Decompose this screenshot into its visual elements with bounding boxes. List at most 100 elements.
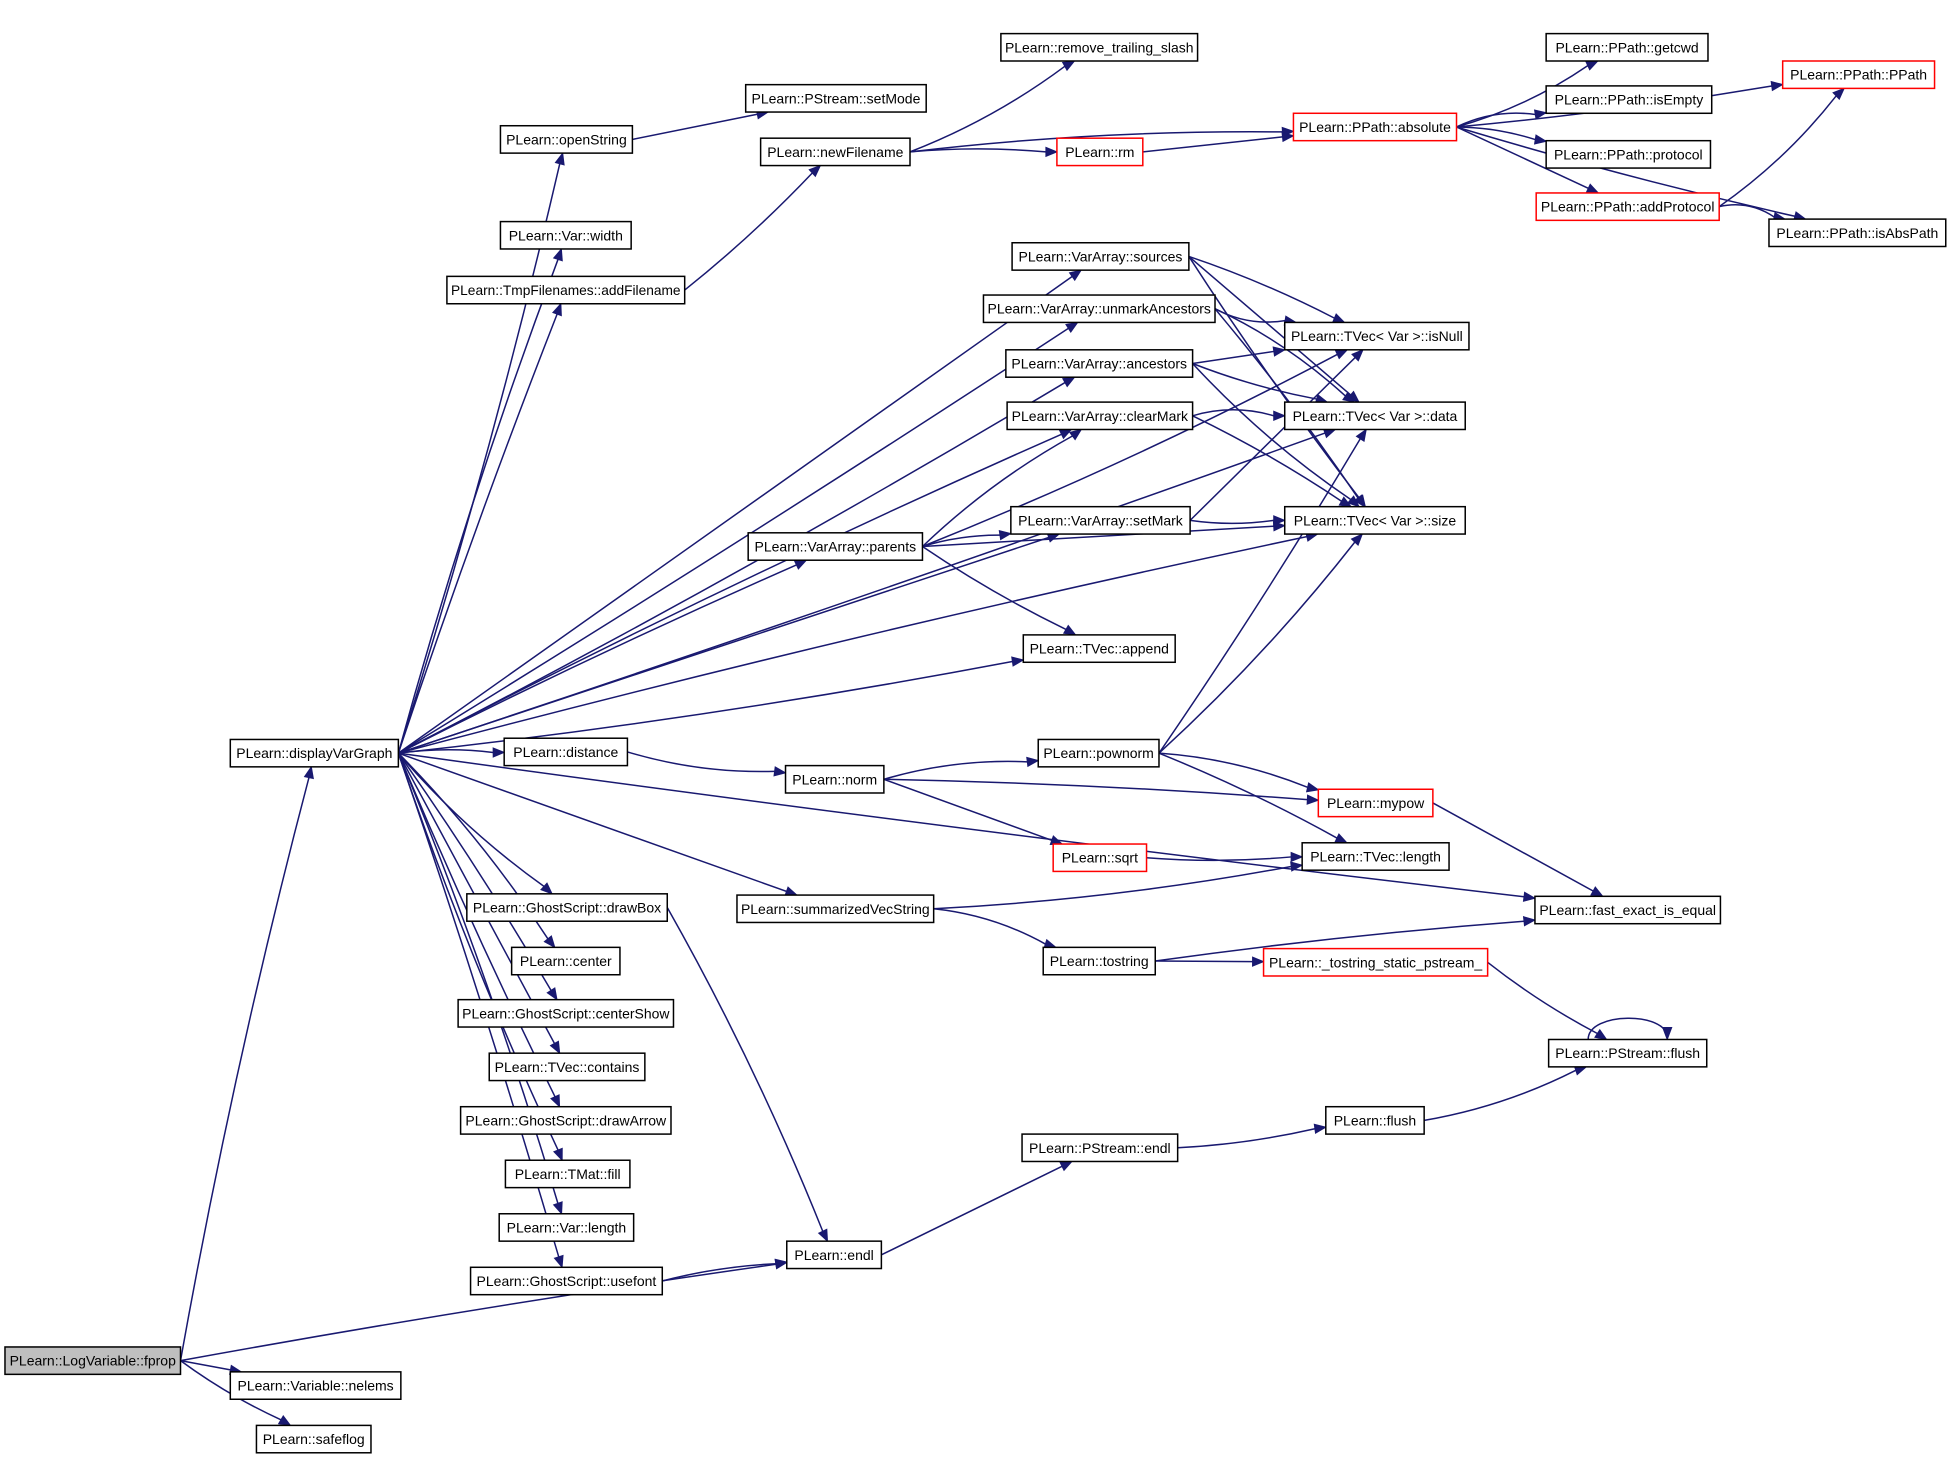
node-ppath-absolute[interactable]: PLearn::PPath::absolute [1292,112,1458,142]
edge-ppath_absolute-to-ppath_isempty [1456,109,1548,128]
node-box [1052,843,1148,873]
edge-norm-to-pownorm [883,756,1040,781]
node-ppath-addprotocol[interactable]: PLearn::PPath::addProtocol [1535,192,1720,222]
node-vararray-ancestors[interactable]: PLearn::VarArray::ancestors [1005,349,1194,378]
node-box [1283,401,1466,431]
node-displayvargraph[interactable]: PLearn::displayVarGraph [229,738,400,768]
node-tostring[interactable]: PLearn::tostring [1042,946,1157,976]
node-label: PLearn::PPath::isAbsPath [1776,225,1938,241]
node-box [459,1105,672,1135]
node-var-length[interactable]: PLearn::Var::length [498,1213,635,1242]
node-tmat-fill[interactable]: PLearn::TMat::fill [504,1159,631,1189]
node-vararray-unmarkancestors[interactable]: PLearn::VarArray::unmarkAncestors [982,294,1216,324]
node-box [1005,349,1194,378]
node-label: PLearn::PStream::endl [1029,1140,1171,1156]
node-sqrt[interactable]: PLearn::sqrt [1052,843,1148,873]
node-label: PLearn::tostring [1050,953,1149,969]
node-pstream-endl[interactable]: PLearn::PStream::endl [1021,1133,1179,1163]
edge-vararray_parents-to-vararray_clearmark [921,428,1083,548]
node-vararray-sources[interactable]: PLearn::VarArray::sources [1011,242,1190,271]
node-box [4,1346,182,1376]
node-ppath-getcwd[interactable]: PLearn::PPath::getcwd [1545,32,1709,62]
edge-openstring-to-pstream_setmode [632,109,770,141]
node-ghostscript-usefont[interactable]: PLearn::GhostScript::usefont [469,1266,664,1296]
edge-ppath_absolute-to-ppath_addprotocol [1456,126,1600,194]
node-ghostscript-centershow[interactable]: PLearn::GhostScript::centerShow [457,998,675,1028]
node-tvec-var-size[interactable]: PLearn::TVec< Var >::size [1283,505,1466,535]
edge-displayvargraph-to-tmpfilenames_addfilename [397,302,562,754]
node-ppath-ppath[interactable]: PLearn::PPath::PPath [1781,60,1936,90]
node-ppath-isempty[interactable]: PLearn::PPath::isEmpty [1545,85,1713,115]
node-openstring[interactable]: PLearn::openString [499,124,634,154]
node-newfilename[interactable]: PLearn::newFilename [759,137,911,167]
node-rm[interactable]: PLearn::rm [1056,137,1144,167]
edge-distance-to-norm [627,751,787,777]
node-label: PLearn::GhostScript::centerShow [462,1005,670,1021]
node-tvec-append[interactable]: PLearn::TVec::append [1022,634,1176,664]
node-label: PLearn::VarArray::parents [755,539,917,555]
node-ppath-protocol[interactable]: PLearn::PPath::protocol [1545,139,1712,169]
node-center[interactable]: PLearn::center [510,946,621,976]
node-remove-trailing-slash[interactable]: PLearn::remove_trailing_slash [1000,32,1199,62]
node-label: PLearn::TMat::fill [515,1166,621,1182]
node-box [1545,85,1713,115]
node-box [457,998,675,1028]
node-pstream-flush[interactable]: PLearn::PStream::flush [1547,1038,1708,1068]
node-mypow[interactable]: PLearn::mypow [1317,788,1434,818]
node-ppath-isabspath[interactable]: PLearn::PPath::isAbsPath [1768,218,1947,248]
node-ghostscript-drawbox[interactable]: PLearn::GhostScript::drawBox [466,893,669,922]
edge-tostring-to-fast_exact_is_equal [1155,916,1537,962]
edge-displayvargraph-to-tvec_append [398,656,1025,754]
node-var-width[interactable]: PLearn::Var::width [499,220,632,250]
node-summarizedvecstring[interactable]: PLearn::summarizedVecString [736,894,935,924]
edge-mypow-to-fast_exact_is_equal [1432,802,1604,897]
node-label: PLearn::_tostring_static_pstream_ [1269,954,1482,970]
node-box [1534,895,1722,925]
edge-displayvargraph-to-summarizedvecstring [398,752,799,897]
node-tvec-var-data[interactable]: PLearn::TVec< Var >::data [1283,401,1466,431]
node-label: PLearn::center [520,953,612,969]
node-tvec-length[interactable]: PLearn::TVec::length [1301,842,1450,871]
node-label: PLearn::PStream::flush [1555,1045,1700,1061]
node-box [1022,634,1176,664]
node-label: PLearn::TVec< Var >::isNull [1291,328,1463,344]
edge-newfilename-to-rm [909,146,1059,158]
edge-summarizedvecstring-to-tostring [933,908,1058,949]
node-label: PLearn::flush [1334,1112,1417,1128]
node-box [982,294,1216,324]
edge-ppath_addprotocol-to-ppath_ppath [1718,87,1846,208]
node-safeflog[interactable]: PLearn::safeflog [255,1424,372,1454]
node-flush[interactable]: PLearn::flush [1325,1105,1425,1135]
node-box [446,275,686,305]
node-vararray-clearmark[interactable]: PLearn::VarArray::clearMark [1006,401,1194,431]
node-vararray-parents[interactable]: PLearn::VarArray::parents [747,532,924,561]
edge-vararray_parents-to-tvec_var_size [922,521,1287,548]
node-label: PLearn::PPath::isEmpty [1555,92,1704,108]
node-distance[interactable]: PLearn::distance [503,737,629,767]
edge-displayvargraph-to-ghostscript_drawarrow [397,752,561,1108]
node-pownorm[interactable]: PLearn::pownorm [1037,738,1160,768]
node-tvec-contains[interactable]: PLearn::TVec::contains [488,1052,646,1082]
node-logvariable-fprop[interactable]: PLearn::LogVariable::fprop [4,1346,182,1376]
edge-displayvargraph-to-vararray_clearmark [398,428,1073,754]
node-fast-exact-is-equal[interactable]: PLearn::fast_exact_is_equal [1534,895,1722,925]
node-tvec-var-isnull[interactable]: PLearn::TVec< Var >::isNull [1283,321,1470,351]
node-label: PLearn::VarArray::unmarkAncestors [988,301,1211,317]
node-vararray-setmark[interactable]: PLearn::VarArray::setMark [1010,505,1191,535]
node-variable-nelems[interactable]: PLearn::Variable::nelems [229,1371,402,1401]
edge-rm-to-ppath_absolute [1142,131,1295,153]
node-norm[interactable]: PLearn::norm [784,764,885,794]
node-tostring-static-pstream[interactable]: PLearn::_tostring_static_pstream_ [1262,947,1489,977]
node-box [759,137,911,167]
edge-displayvargraph-to-vararray_ancestors [398,376,1076,754]
edge-displayvargraph-to-ghostscript_drawbox [397,752,554,895]
node-box [229,738,400,768]
node-endl[interactable]: PLearn::endl [786,1240,883,1270]
edge-displayvargraph-to-vararray_parents [398,559,808,754]
edge-pownorm-to-tvec_var_data [1158,428,1367,754]
node-pstream-setmode[interactable]: PLearn::PStream::setMode [744,83,927,113]
edge-ghostscript_drawbox-to-endl [666,907,829,1243]
node-ghostscript-drawarrow[interactable]: PLearn::GhostScript::drawArrow [459,1105,672,1135]
node-tmpfilenames-addfilename[interactable]: PLearn::TmpFilenames::addFilename [446,275,686,305]
